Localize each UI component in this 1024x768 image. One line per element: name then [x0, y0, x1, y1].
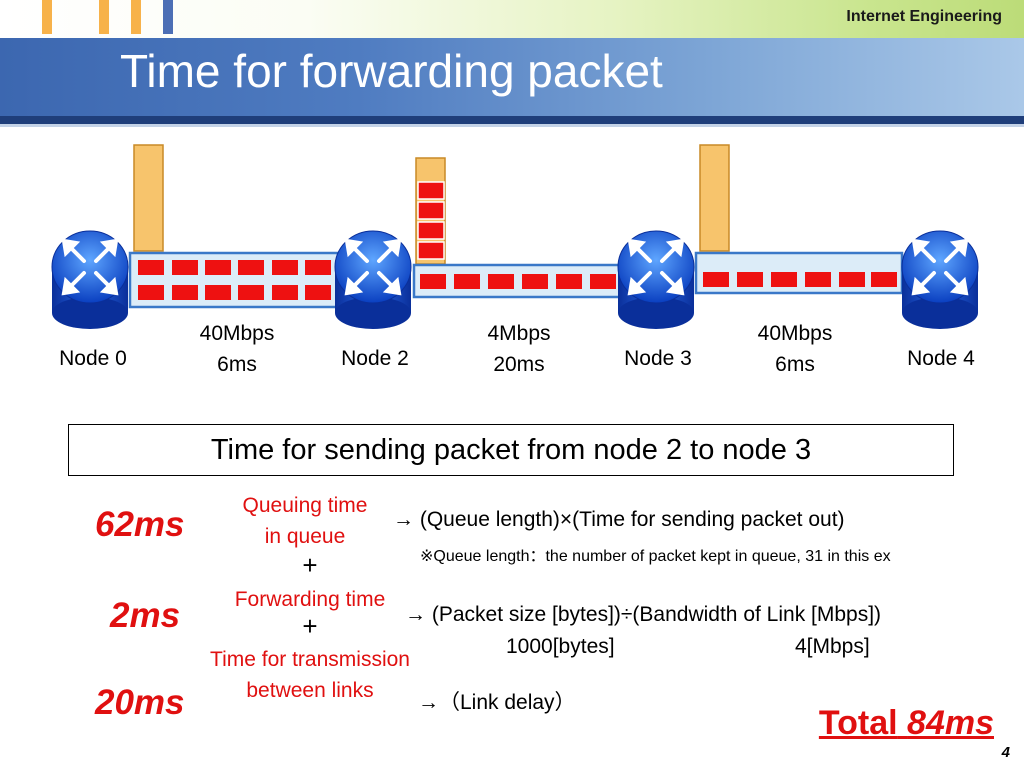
- queued-packets: [417, 181, 445, 260]
- plus-sign: +: [302, 611, 318, 641]
- decor-bar-orange: [42, 0, 52, 34]
- decor-bar-orange: [131, 0, 141, 34]
- link-bandwidth-0: 40Mbps: [199, 322, 275, 345]
- slide-title: Time for forwarding packet: [120, 45, 663, 97]
- link-node0-node2: [128, 251, 340, 309]
- forwarding-value: 2ms: [110, 596, 181, 635]
- total-value: 84ms: [907, 704, 994, 742]
- total: Total 84ms: [819, 704, 994, 743]
- router-icon: [333, 229, 413, 331]
- router-icon: [900, 229, 980, 331]
- link-packets-0-2: [138, 260, 331, 300]
- decor-bar-orange: [99, 0, 109, 34]
- queue-node0: [133, 144, 164, 252]
- queuing-label-line2: in queue: [264, 525, 346, 548]
- packet-size: 1000[bytes]: [506, 635, 615, 658]
- queue-length-note: ※Queue length：the number of packet kept …: [420, 548, 891, 565]
- title-bar-underline: [0, 116, 1024, 124]
- link-delay-1: 20ms: [493, 353, 545, 376]
- plus-sign: +: [302, 550, 318, 580]
- link-packets-3-4: [703, 272, 897, 287]
- router-icon: [50, 229, 130, 331]
- link-delay-0: 6ms: [217, 353, 257, 376]
- forwarding-label: Forwarding time: [234, 588, 386, 611]
- title-bar: [0, 38, 1024, 116]
- node-label-4: Node 4: [907, 347, 975, 370]
- link-node3-node4: [694, 251, 904, 295]
- title-bar-underline-light: [0, 124, 1024, 127]
- queue-node3: [699, 144, 730, 252]
- page-number: 4: [1001, 744, 1010, 761]
- link-delay-2: 6ms: [775, 353, 815, 376]
- decor-bar-blue: [163, 0, 173, 34]
- link-bandwidth-2: 40Mbps: [757, 322, 833, 345]
- question-box: Time for sending packet from node 2 to n…: [68, 424, 954, 476]
- link-packets-2-3: [420, 274, 616, 289]
- queuing-value: 62ms: [95, 505, 185, 544]
- router-icon: [616, 229, 696, 331]
- link-bandwidth-1: 4Mbps: [487, 322, 551, 345]
- node-label-3: Node 3: [624, 347, 692, 370]
- queuing-formula: → (Queue length)×(Time for sending packe…: [393, 508, 845, 531]
- forwarding-formula: → (Packet size [bytes])÷(Bandwidth of Li…: [405, 603, 882, 626]
- transmission-label-line2: between links: [246, 679, 374, 702]
- transmission-value: 20ms: [95, 683, 185, 722]
- network-diagram: [50, 144, 980, 331]
- total-label: Total: [818, 704, 898, 742]
- node-label-2: Node 2: [341, 347, 409, 370]
- node-label-0: Node 0: [59, 347, 127, 370]
- queuing-label-line1: Queuing time: [242, 494, 368, 517]
- transmission-label-line1: Time for transmission: [210, 648, 410, 671]
- transmission-formula: →（Link delay）: [418, 691, 576, 714]
- course-label: Internet Engineering: [846, 8, 1002, 25]
- link-bandwidth: 4[Mbps]: [795, 635, 870, 658]
